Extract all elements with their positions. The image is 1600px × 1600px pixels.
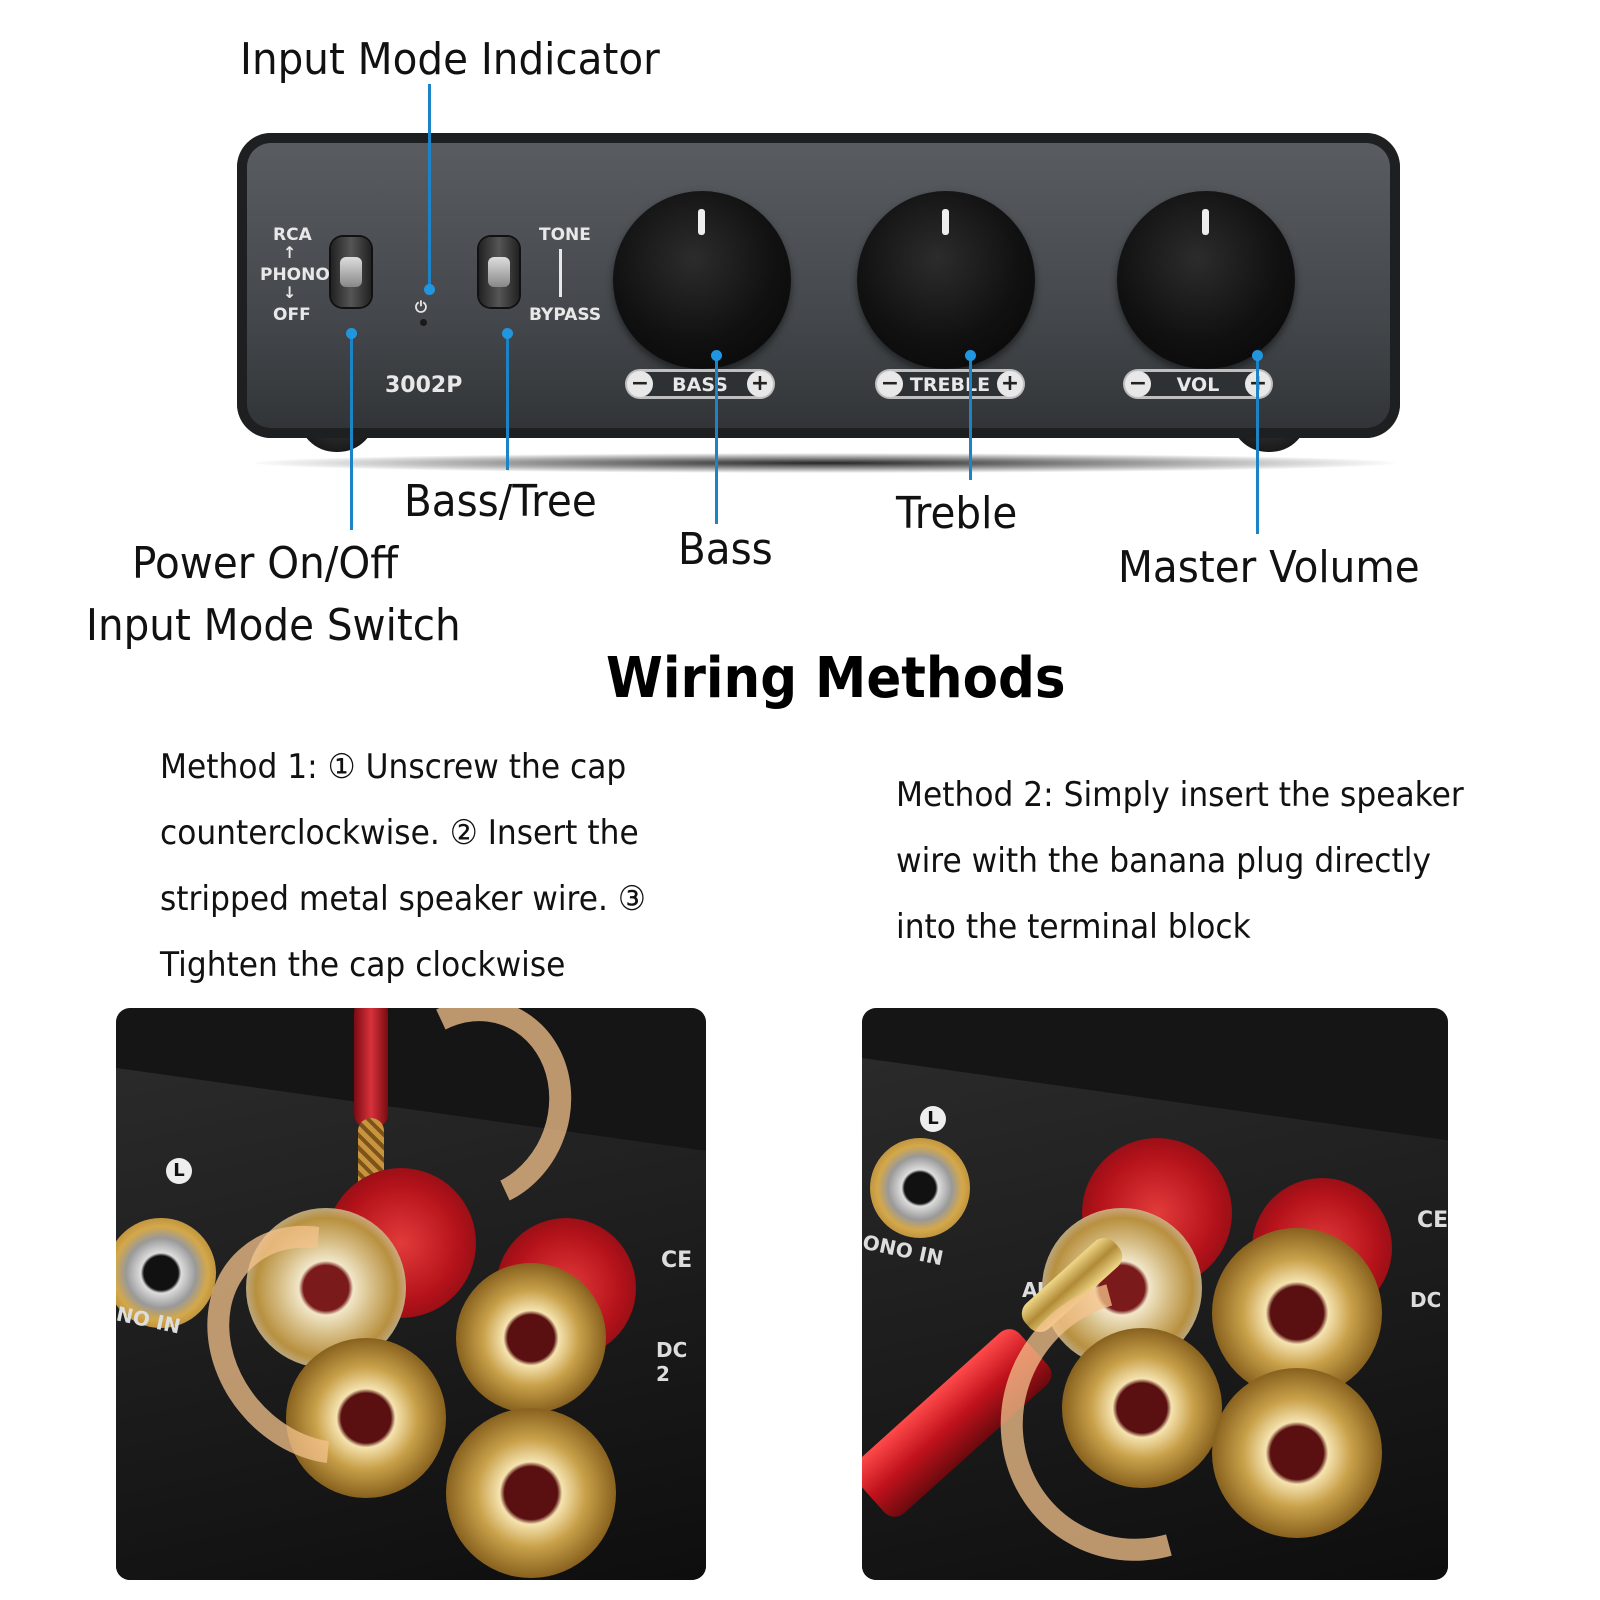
plus-icon: + xyxy=(747,371,773,397)
power-indicator-icon: ⏻ xyxy=(415,298,427,316)
volume-scale-label: VOL xyxy=(1176,374,1220,396)
callout-dot-bass-tree xyxy=(502,328,513,339)
wiring-methods-title: Wiring Methods xyxy=(606,646,1066,711)
method-2-line: into the terminal block xyxy=(896,907,1251,947)
switch-label-tone: TONE xyxy=(539,225,591,245)
label-input-mode-switch: Input Mode Switch xyxy=(86,600,461,651)
switch-label-phono: PHONO xyxy=(260,265,330,285)
callout-dot-treble xyxy=(965,350,976,361)
volume-scale: − VOL + xyxy=(1123,369,1273,399)
treble-scale: − TREBLE + xyxy=(875,369,1025,399)
dc-label: DC xyxy=(1410,1288,1442,1312)
gold-terminal-post xyxy=(1212,1368,1382,1538)
method-1-line: Method 1: ① Unscrew the cap xyxy=(160,747,627,787)
method-1-line: Tighten the cap clockwise xyxy=(160,945,566,985)
switch-label-off: OFF xyxy=(273,305,311,325)
method-1-line: counterclockwise. ② Insert the xyxy=(160,813,639,853)
rca-jack-icon xyxy=(870,1138,970,1238)
treble-knob[interactable] xyxy=(857,191,1035,369)
method-2-line: wire with the banana plug directly xyxy=(896,841,1431,881)
bass-knob[interactable] xyxy=(613,191,791,369)
model-number: 3002P xyxy=(385,373,463,398)
plus-icon: + xyxy=(997,371,1023,397)
bass-scale-label: BASS xyxy=(672,374,728,396)
callout-line-indicator xyxy=(428,84,431,290)
callout-line-bass xyxy=(715,356,718,524)
method-1-text: Method 1: ① Unscrew the cap counterclock… xyxy=(160,734,646,998)
callout-line-master-volume xyxy=(1256,356,1259,534)
down-arrow-icon: ↓ xyxy=(283,283,297,302)
dc-label: DC 2 xyxy=(656,1338,688,1386)
red-speaker-wire xyxy=(354,1008,388,1128)
callout-dot-bass xyxy=(711,350,722,361)
label-bass-tree: Bass/Tree xyxy=(404,476,597,527)
minus-icon: − xyxy=(1125,371,1151,397)
method-2-text: Method 2: Simply insert the speaker wire… xyxy=(896,762,1464,960)
device-shadow xyxy=(255,453,1395,473)
method-1-photo: L NO IN CE DC 2 xyxy=(116,1008,706,1580)
rca-jack-icon xyxy=(116,1218,216,1328)
gold-terminal-post xyxy=(446,1408,616,1578)
method-2-line: Method 2: Simply insert the speaker xyxy=(896,775,1464,815)
gold-terminal-post xyxy=(456,1263,606,1413)
label-input-mode-indicator: Input Mode Indicator xyxy=(240,34,660,85)
tone-bypass-toggle-switch[interactable] xyxy=(479,237,519,307)
method-2-photo: L ONO IN AU CE DC xyxy=(862,1008,1448,1580)
method-1-line: stripped metal speaker wire. ③ xyxy=(160,879,646,919)
gold-terminal-post xyxy=(286,1338,446,1498)
label-power-onoff: Power On/Off xyxy=(132,538,399,589)
l-channel-mark: L xyxy=(920,1106,946,1132)
l-channel-mark: L xyxy=(166,1158,192,1184)
switch-label-rca: RCA xyxy=(273,225,312,245)
label-bass: Bass xyxy=(678,524,773,575)
minus-icon: − xyxy=(627,371,653,397)
label-master-volume: Master Volume xyxy=(1118,542,1420,593)
callout-line-treble xyxy=(969,356,972,480)
callout-dot-power-switch xyxy=(346,328,357,339)
tone-bypass-arrow-icon xyxy=(559,249,562,297)
volume-knob[interactable] xyxy=(1117,191,1295,369)
ce-mark: CE xyxy=(661,1248,693,1273)
power-indicator-led xyxy=(420,319,427,326)
label-treble: Treble xyxy=(896,488,1018,539)
switch-label-bypass: BYPASS xyxy=(529,305,602,325)
up-arrow-icon: ↑ xyxy=(283,243,297,262)
callout-dot-master-volume xyxy=(1252,350,1263,361)
amplifier-front-panel: RCA ↑ PHONO ↓ OFF ⏻ TONE BYPASS 3002P − … xyxy=(237,133,1400,438)
callout-line-bass-tree xyxy=(506,334,509,470)
callout-line-power-switch xyxy=(350,334,353,530)
power-input-toggle-switch[interactable] xyxy=(331,237,371,307)
callout-dot-indicator xyxy=(424,284,435,295)
bass-scale: − BASS + xyxy=(625,369,775,399)
ce-mark: CE xyxy=(1417,1208,1448,1233)
gold-terminal-post xyxy=(1062,1328,1222,1488)
minus-icon: − xyxy=(877,371,903,397)
